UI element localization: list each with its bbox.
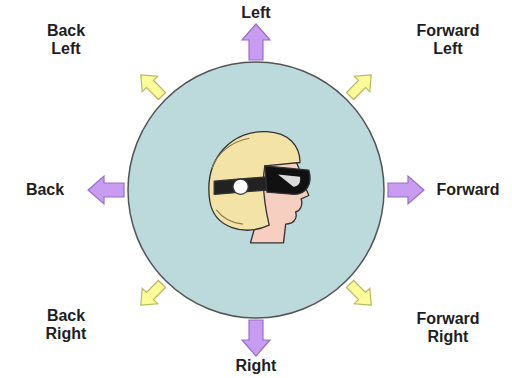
arrow-down: [242, 320, 270, 356]
pilot-head: [209, 132, 310, 243]
direction-label: Right: [236, 357, 277, 375]
goggle-lens: [265, 166, 310, 195]
goggle-strap: [214, 177, 267, 195]
arrow-up-right: [342, 67, 379, 104]
direction-label: Back Left: [36, 22, 96, 58]
direction-label: Left: [241, 4, 270, 22]
diagonal-arrows: [133, 67, 379, 313]
arrow-up: [242, 24, 270, 60]
cardinal-arrows: [88, 24, 424, 356]
direction-label: Back: [26, 181, 64, 199]
arrow-right: [388, 176, 424, 204]
helmet: [209, 132, 300, 230]
strap-buckle: [233, 179, 248, 194]
lens-highlight: [278, 175, 300, 187]
arrow-up-left: [133, 67, 170, 104]
direction-label: Forward Right: [403, 310, 493, 346]
direction-label: Forward: [436, 181, 499, 199]
arrow-left: [88, 176, 124, 204]
direction-label: Forward Left: [403, 22, 493, 58]
direction-label: Back Right: [36, 307, 96, 343]
arrow-down-right: [342, 276, 379, 313]
arrow-down-left: [133, 276, 170, 313]
center-circle: [128, 62, 384, 318]
